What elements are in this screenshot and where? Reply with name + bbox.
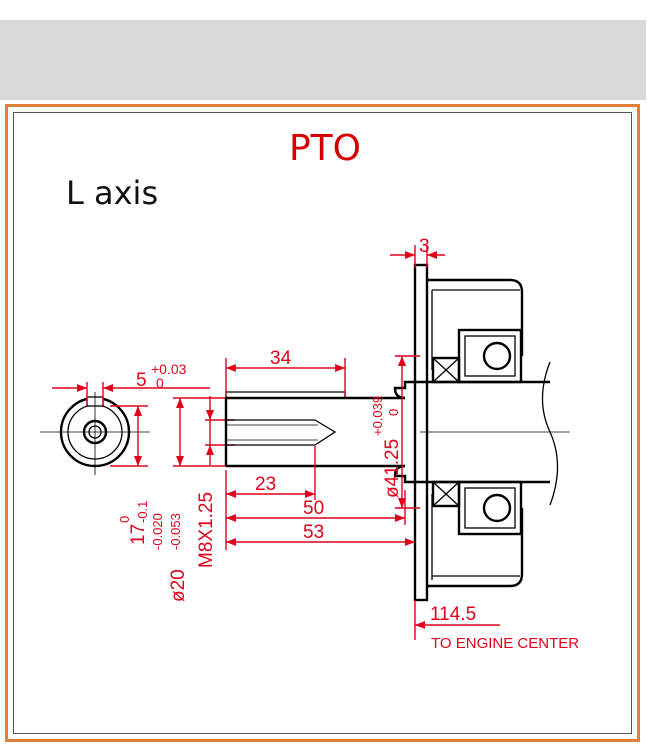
engine-center-dimension: 114.5 TO ENGINE CENTER	[414, 600, 579, 652]
key-length-value: 34	[270, 348, 292, 369]
shaft-side-view	[224, 361, 570, 506]
key-height-value: 17	[128, 524, 149, 545]
key-length-dimension: 34	[225, 348, 346, 396]
shaft-length-53-value: 53	[303, 522, 324, 543]
shaft-end-view	[40, 392, 150, 475]
key-width-dimension: 5 +0.03 0	[52, 361, 210, 405]
thread-depth-dimension: 23	[225, 446, 316, 550]
shaft-length-50-dimension: 50	[226, 490, 406, 525]
page-title: PTO	[288, 128, 362, 169]
shaft-diameter-dimension: ø20 -0.020 -0.053	[150, 397, 230, 602]
axis-subtitle: L axis	[66, 174, 159, 212]
bore-diameter-dimension: ø41.25 +0.039 0	[370, 355, 420, 509]
key-width-value: 5	[136, 370, 147, 391]
flange-housing	[413, 263, 524, 602]
upper-bearing	[431, 328, 523, 384]
key-height-tol-upper: 0	[117, 516, 132, 523]
flange-thickness-value: 3	[419, 236, 430, 257]
key-height-tol-lower: -0.1	[135, 501, 150, 523]
shaft-dia-value: ø20	[168, 569, 189, 602]
thread-depth-value: 23	[255, 474, 276, 495]
lower-bearing	[431, 480, 523, 536]
flange-thickness-dimension: 3	[390, 236, 445, 268]
bore-dia-value: ø41.25	[382, 439, 403, 498]
engine-center-value: 114.5	[430, 604, 476, 625]
engine-center-label: TO ENGINE CENTER	[431, 635, 579, 652]
key-width-tol-upper: +0.03	[151, 361, 187, 377]
shaft-dia-tol-lower: -0.053	[168, 513, 183, 550]
drawing-frame	[5, 104, 640, 742]
drawing-inner-border	[13, 112, 632, 734]
top-banner	[0, 20, 646, 100]
shaft-length-50-value: 50	[303, 498, 324, 519]
thread-value: M8X1.25	[196, 492, 217, 568]
shaft-length-53-dimension: 53	[226, 522, 415, 546]
key-width-tol-lower: 0	[156, 375, 164, 391]
bore-dia-tol-upper: +0.039	[370, 396, 385, 436]
shaft-dia-tol-upper: -0.020	[150, 513, 165, 550]
bore-dia-tol-lower: 0	[386, 409, 401, 416]
key-height-dimension: 17 0 -0.1	[110, 405, 150, 545]
